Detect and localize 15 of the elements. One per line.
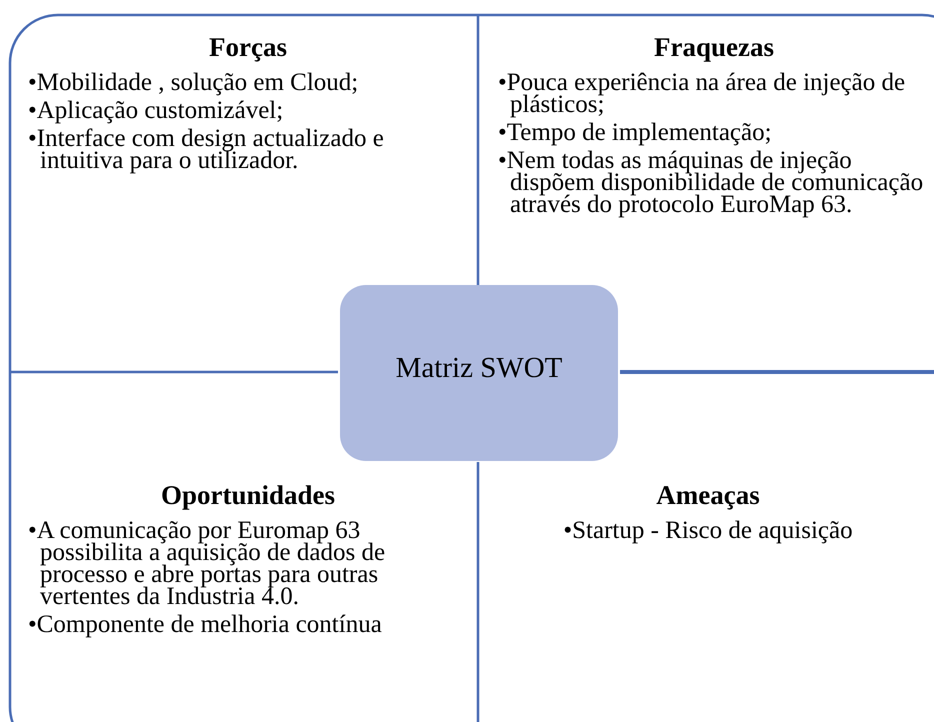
quadrant-heading: Fraquezas bbox=[653, 31, 775, 64]
center-box bbox=[340, 285, 618, 461]
quadrant-heading: Oportunidades bbox=[160, 479, 336, 512]
bullet-item: •Aplicação customizável; bbox=[28, 100, 284, 122]
quadrant-heading: Ameaças bbox=[655, 479, 761, 512]
bullet-item: •Componente de melhoria contínua bbox=[28, 614, 383, 636]
bullet-item: •Startup - Risco de aquisição bbox=[562, 520, 854, 542]
bullet-item: •Nem todas as máquinas de injeção dispõem disponibilidade de comunicação através do protocolo EuroMap 63. bbox=[498, 150, 924, 216]
bullet-item: •A comunicação por Euromap 63 possibilita a aquisição de dados de processo e abre portas para outras vertentes da Industria 4.0. bbox=[28, 520, 386, 608]
bullet-item: •Pouca experiência na área de injeção de plásticos; bbox=[498, 72, 906, 116]
bullet-item: •Mobilidade , solução em Cloud; bbox=[28, 72, 360, 94]
center-title: Matriz SWOT bbox=[396, 352, 562, 384]
quadrant-heading: Forças bbox=[208, 31, 288, 64]
bullet-item: •Tempo de implementação; bbox=[498, 122, 773, 144]
bullet-item: •Interface com design actualizado e intuitiva para o utilizador. bbox=[28, 128, 385, 172]
